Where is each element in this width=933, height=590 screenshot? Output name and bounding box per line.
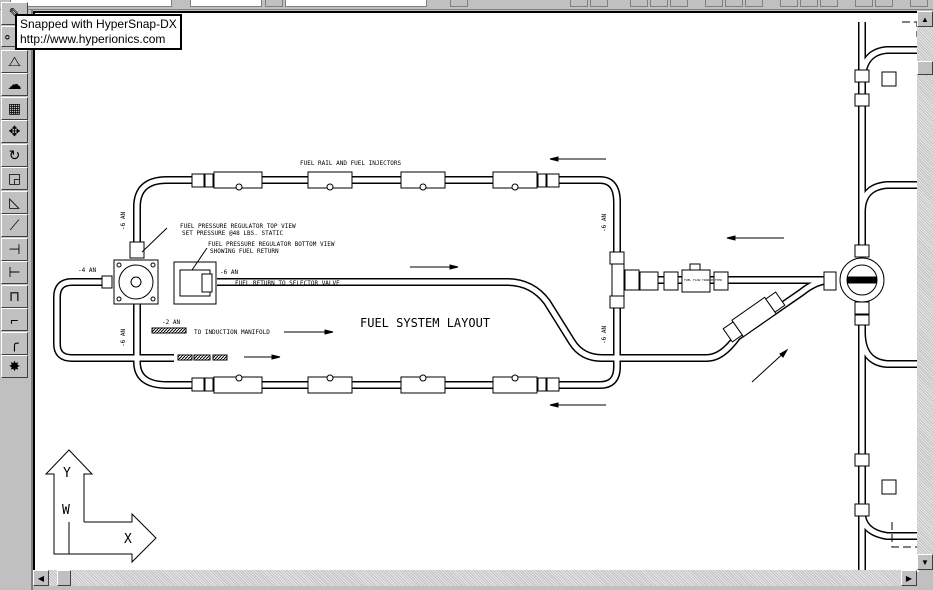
toolbar-button[interactable] (855, 0, 873, 7)
ucs-y: Y (63, 466, 71, 481)
mirror-tool-button[interactable]: ⧍ (1, 49, 28, 73)
toolbar-button[interactable] (780, 0, 798, 7)
an-label: -6 AN (601, 214, 608, 232)
chamfer-tool-icon: ⌐ (10, 311, 19, 328)
rotate-tool-button[interactable]: ↻ (1, 143, 28, 167)
array-tool-icon: ▦ (7, 99, 22, 116)
horizontal-scrollbar[interactable]: ◀ ▶ (33, 570, 917, 586)
an-label: -6 AN (601, 326, 608, 344)
tooltip-line-1: Snapped with HyperSnap-DX (20, 17, 177, 31)
reg-bottom-sub: SHOWING FUEL RETURN (210, 248, 279, 255)
revision-cloud-tool-button[interactable]: ☁ (1, 73, 28, 96)
mirror-tool-icon: ⧍ (7, 52, 22, 69)
toolbar-button[interactable] (705, 0, 723, 7)
rotate-tool-icon: ↻ (8, 146, 21, 163)
toolbar-button[interactable] (265, 0, 283, 7)
an-label: -6 AN (120, 212, 127, 230)
an-label: -6 AN (120, 329, 127, 347)
scroll-up-button[interactable]: ▲ (917, 11, 933, 27)
ucs-icon (44, 449, 157, 564)
toolbar-button[interactable] (570, 0, 588, 7)
toolbar-button[interactable] (650, 0, 668, 7)
drawing-title: FUEL SYSTEM LAYOUT (360, 316, 490, 330)
reg-top-sub: SET PRESSURE @48 LBS. STATIC (182, 230, 284, 237)
drawing-canvas[interactable]: FUEL RAIL AND FUEL INJECTORS FUEL PRESSU… (33, 11, 919, 572)
ucs-x: X (124, 532, 132, 547)
explode-tool-button[interactable]: ✸ (1, 355, 28, 378)
toolbar-button[interactable] (820, 0, 838, 7)
induction-label: TO INDUCTION MANIFOLD (194, 329, 270, 336)
pencil-tool-icon: ✎ (8, 5, 21, 21)
scroll-down-button[interactable]: ▼ (917, 554, 933, 570)
extend-tool-button[interactable]: ⊢ (1, 261, 28, 284)
fillet-tool-button[interactable]: ╭ (1, 331, 28, 355)
return-label: FUEL RETURN TO SELECTOR VALVE (235, 280, 340, 287)
revision-cloud-tool-icon: ☁ (7, 76, 22, 92)
break-tool-button[interactable]: ⊓ (1, 284, 28, 308)
stretch-tool-button[interactable]: ◺ (1, 190, 28, 214)
hypersnap-tooltip: Snapped with HyperSnap-DX http://www.hyp… (15, 14, 182, 50)
transmitter-label: FUEL FLOW TRANSMITTER (684, 278, 722, 282)
toolbar-button[interactable] (725, 0, 743, 7)
scale-tool-icon: ◲ (7, 170, 22, 186)
toolbar-button[interactable] (630, 0, 648, 7)
chamfer-tool-button[interactable]: ⌐ (1, 308, 28, 331)
an-label: -6 AN (220, 269, 238, 276)
layer-dropdown[interactable] (10, 0, 172, 7)
toolbar-button[interactable] (800, 0, 818, 7)
toolbar-button[interactable] (590, 0, 608, 7)
array-tool-button[interactable]: ▦ (1, 96, 28, 120)
scroll-left-button[interactable]: ◀ (33, 570, 49, 586)
move-tool-button[interactable]: ✥ (1, 120, 28, 143)
reg-bottom-label: FUEL PRESSURE REGULATOR BOTTOM VIEW (208, 241, 335, 248)
flow-arrows (141, 156, 789, 408)
toolbar-button[interactable] (745, 0, 763, 7)
vertical-scrollbar[interactable]: ▲ ▼ (917, 11, 933, 570)
scroll-right-button[interactable]: ▶ (901, 570, 917, 586)
stretch-tool-icon: ◺ (9, 193, 20, 210)
rail-label: FUEL RAIL AND FUEL INJECTORS (300, 160, 402, 167)
lengthen-tool-icon: ⟋ (9, 217, 20, 233)
scale-tool-button[interactable]: ◲ (1, 167, 28, 190)
color-dropdown[interactable] (190, 0, 262, 7)
fuel-system-drawing: FUEL RAIL AND FUEL INJECTORS FUEL PRESSU… (44, 21, 919, 572)
toolbar-button[interactable] (450, 0, 468, 7)
snap-tool-icon: ∘ (3, 28, 12, 44)
trim-tool-button[interactable]: ⊣ (1, 237, 28, 261)
horizontal-scroll-thumb[interactable] (57, 570, 71, 586)
vertical-scroll-thumb[interactable] (917, 61, 933, 75)
an-label: -4 AN (78, 267, 96, 274)
tee-fitting (611, 263, 625, 297)
explode-tool-icon: ✸ (8, 358, 21, 374)
lengthen-tool-button[interactable]: ⟋ (1, 214, 28, 237)
linetype-dropdown[interactable] (285, 0, 427, 7)
extend-tool-icon: ⊢ (8, 264, 21, 280)
ucs-w: W (62, 503, 70, 518)
trim-tool-icon: ⊣ (8, 240, 21, 257)
break-tool-icon: ⊓ (9, 287, 20, 304)
toolbar-button[interactable] (670, 0, 688, 7)
top-toolbar (0, 0, 933, 10)
modify-toolbar: ✎ ∘ ⧍ ☁ ▦ ✥ ↻ ◲ ◺ ⟋ ⊣ ⊢ ⊓ ⌐ ╭ ✸ (0, 2, 33, 590)
an-label: -2 AN (162, 319, 180, 326)
toolbar-button[interactable] (910, 0, 928, 7)
reg-top-label: FUEL PRESSURE REGULATOR TOP VIEW (180, 223, 296, 230)
move-tool-icon: ✥ (8, 123, 21, 139)
fillet-tool-icon: ╭ (10, 334, 19, 351)
tooltip-line-2: http://www.hyperionics.com (20, 32, 166, 46)
toolbar-button[interactable] (875, 0, 893, 7)
